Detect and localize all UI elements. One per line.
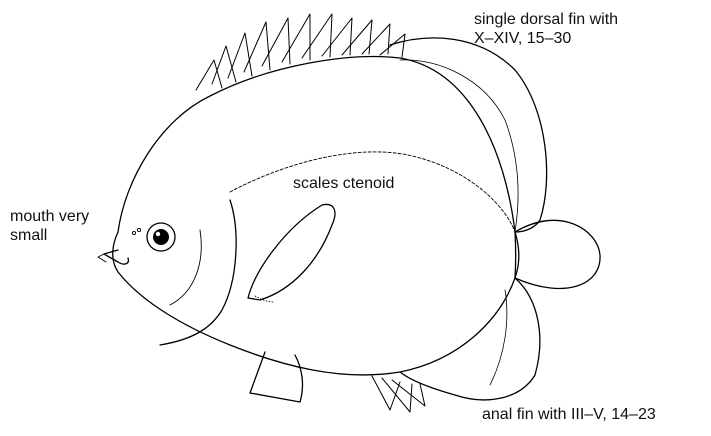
anal-fin xyxy=(400,278,540,400)
dorsal-fin-label-line2: X–XIV, 15–30 xyxy=(474,29,618,48)
mouth-label-line2: small xyxy=(10,226,89,245)
dorsal-spines xyxy=(196,14,405,90)
pelvic-fin xyxy=(250,352,302,402)
operculum xyxy=(160,200,236,345)
anal-fin-inner xyxy=(490,290,507,385)
dorsal-fin-label-line1: single dorsal fin with xyxy=(474,10,618,29)
dorsal-fin-label: single dorsal fin with X–XIV, 15–30 xyxy=(474,10,618,48)
mouth xyxy=(104,250,128,264)
anal-fin-label: anal fin with III–V, 14–23 xyxy=(482,405,656,424)
soft-dorsal-fin-inner xyxy=(400,60,518,232)
body-outline xyxy=(113,57,516,375)
caudal-fin xyxy=(515,220,600,288)
eye xyxy=(147,223,175,251)
soft-dorsal-fin xyxy=(390,38,547,232)
pectoral-fin xyxy=(248,204,335,300)
mouth-label-line1: mouth very xyxy=(10,207,89,226)
mouth-label: mouth very small xyxy=(10,207,89,245)
scales-label: scales ctenoid xyxy=(293,174,394,193)
